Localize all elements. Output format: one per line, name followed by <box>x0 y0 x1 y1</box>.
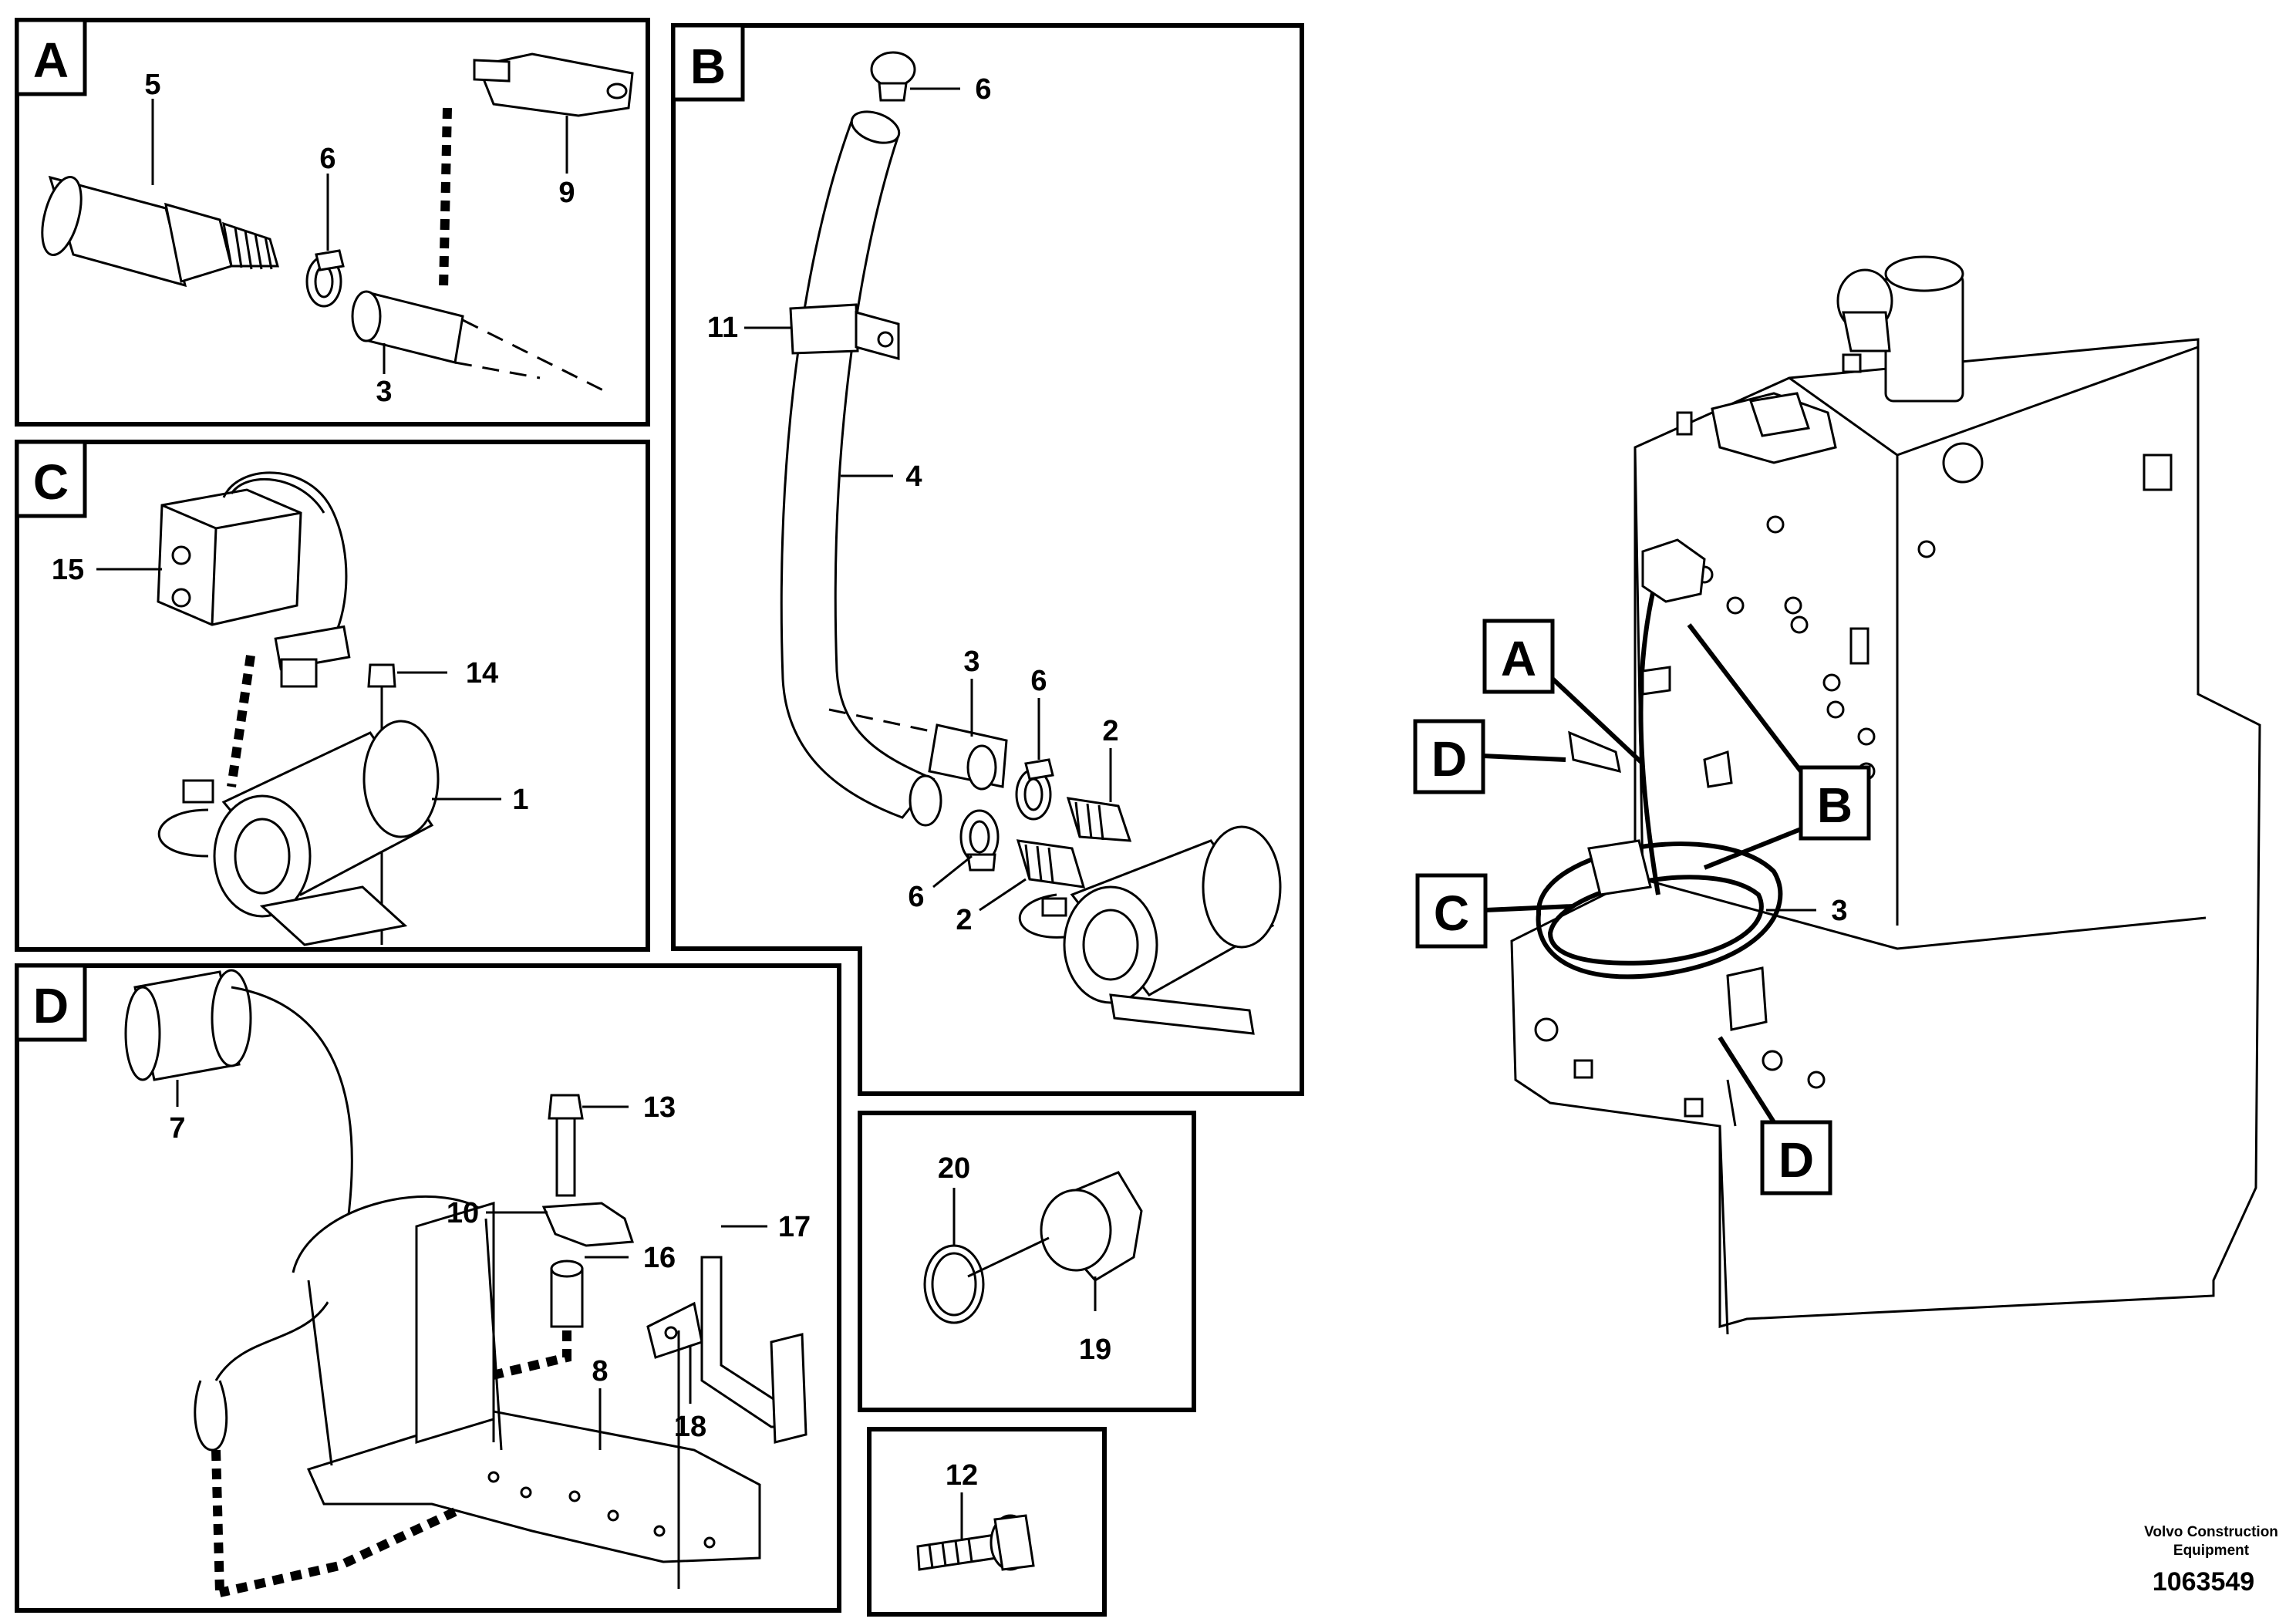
part-17-rod <box>700 1256 807 1444</box>
panel-e: 20 19 <box>858 1111 1196 1412</box>
overview-tag-d-upper: D <box>1413 719 1566 794</box>
callout-a-3: 3 <box>376 376 392 408</box>
part-7-cap <box>124 969 353 1593</box>
callout-d-10: 10 <box>447 1197 479 1229</box>
credit-line-2: Equipment <box>2173 1543 2250 1559</box>
panel-c: C <box>15 440 650 952</box>
callout-d-16: 16 <box>643 1242 676 1274</box>
footer: Volvo Construction Equipment 1063549 <box>2144 1524 2278 1597</box>
part-1-pump <box>157 720 440 946</box>
panel-d-letter-box: D <box>15 963 87 1042</box>
panel-d: D <box>15 963 841 1613</box>
part-6-clamp-top <box>870 51 916 102</box>
callout-a-9: 9 <box>558 177 575 209</box>
overview-tag-b-letter: B <box>1817 777 1853 833</box>
part-15-control-box <box>157 471 348 641</box>
credit-line-1: Volvo Construction <box>2144 1524 2278 1540</box>
part-2-fitting-low <box>1016 839 1086 889</box>
part-4-hose <box>780 110 957 827</box>
callout-overview-3: 3 <box>1831 895 1847 927</box>
part-3-hose-segment <box>928 723 1008 791</box>
overview-tank: 3 A D B C D <box>1413 255 2261 1335</box>
part-10-clip <box>541 1202 635 1247</box>
part-6-clamp <box>305 249 345 308</box>
panel-d-letter: D <box>33 978 69 1034</box>
part-18-bracket <box>646 1301 703 1589</box>
callout-d-17: 17 <box>778 1211 811 1243</box>
panel-a-letter: A <box>33 32 69 88</box>
panel-c-letter-box: C <box>15 440 87 518</box>
part-13-bolt <box>548 1094 584 1197</box>
part-3-hose <box>351 290 610 395</box>
callout-b-6-top: 6 <box>975 73 991 106</box>
part-connector-c <box>227 625 351 787</box>
panel-f: 12 <box>867 1427 1107 1617</box>
leader-b-6-low <box>932 855 973 889</box>
overview-tag-c-letter: C <box>1434 885 1469 941</box>
callout-d-8: 8 <box>592 1355 608 1388</box>
overview-tag-b: B <box>1687 623 1871 870</box>
callout-c-1: 1 <box>512 784 528 816</box>
overview-tag-a: A <box>1482 619 1645 766</box>
pump-assembly-b <box>1019 825 1282 1035</box>
part-2-fitting-top <box>1066 797 1132 842</box>
callout-b-4: 4 <box>905 460 922 493</box>
callout-d-7: 7 <box>169 1112 185 1145</box>
overview-tag-d-upper-letter: D <box>1431 731 1467 787</box>
callout-b-2-top: 2 <box>1102 715 1118 747</box>
callout-b-3: 3 <box>963 646 979 678</box>
part-11-clip <box>789 303 900 360</box>
leader-b-2-low <box>979 878 1027 912</box>
callout-c-14: 14 <box>466 657 498 690</box>
callout-e-19: 19 <box>1079 1334 1111 1366</box>
callout-c-15: 15 <box>52 554 84 586</box>
overview-tag-a-letter: A <box>1501 631 1536 686</box>
part-19-plug <box>967 1171 1143 1282</box>
overview-tag-d-lower-letter: D <box>1778 1132 1814 1188</box>
callout-d-13: 13 <box>643 1091 676 1124</box>
part-8-plate <box>218 1195 761 1597</box>
part-20-seal-ring <box>923 1244 985 1324</box>
part-6-clamp-low <box>959 809 1000 872</box>
document-number: 1063549 <box>2153 1567 2254 1597</box>
callout-e-20: 20 <box>938 1152 970 1185</box>
overview-tag-c: C <box>1415 873 1574 949</box>
panel-b: B <box>671 23 1304 1096</box>
part-9-bracket <box>439 52 634 290</box>
part-5-sensor <box>41 175 279 288</box>
callout-f-12: 12 <box>946 1459 978 1492</box>
callout-b-11: 11 <box>707 312 738 344</box>
callout-b-2-low: 2 <box>956 904 972 936</box>
part-12-bolt <box>916 1514 1035 1571</box>
callout-a-5: 5 <box>144 69 160 101</box>
callout-b-6-low: 6 <box>908 881 924 913</box>
panel-a-letter-box: A <box>15 18 87 96</box>
callout-b-6-mid: 6 <box>1030 665 1047 697</box>
overview-tag-d-lower: D <box>1718 1036 1832 1195</box>
panel-c-letter: C <box>33 454 69 510</box>
panel-a: A 5 <box>15 18 650 427</box>
panel-b-letter: B <box>690 39 726 94</box>
panel-b-letter-box: B <box>671 23 745 102</box>
part-6-clamp-mid <box>1015 758 1054 821</box>
callout-a-6: 6 <box>319 143 335 175</box>
callout-d-18: 18 <box>674 1411 706 1443</box>
